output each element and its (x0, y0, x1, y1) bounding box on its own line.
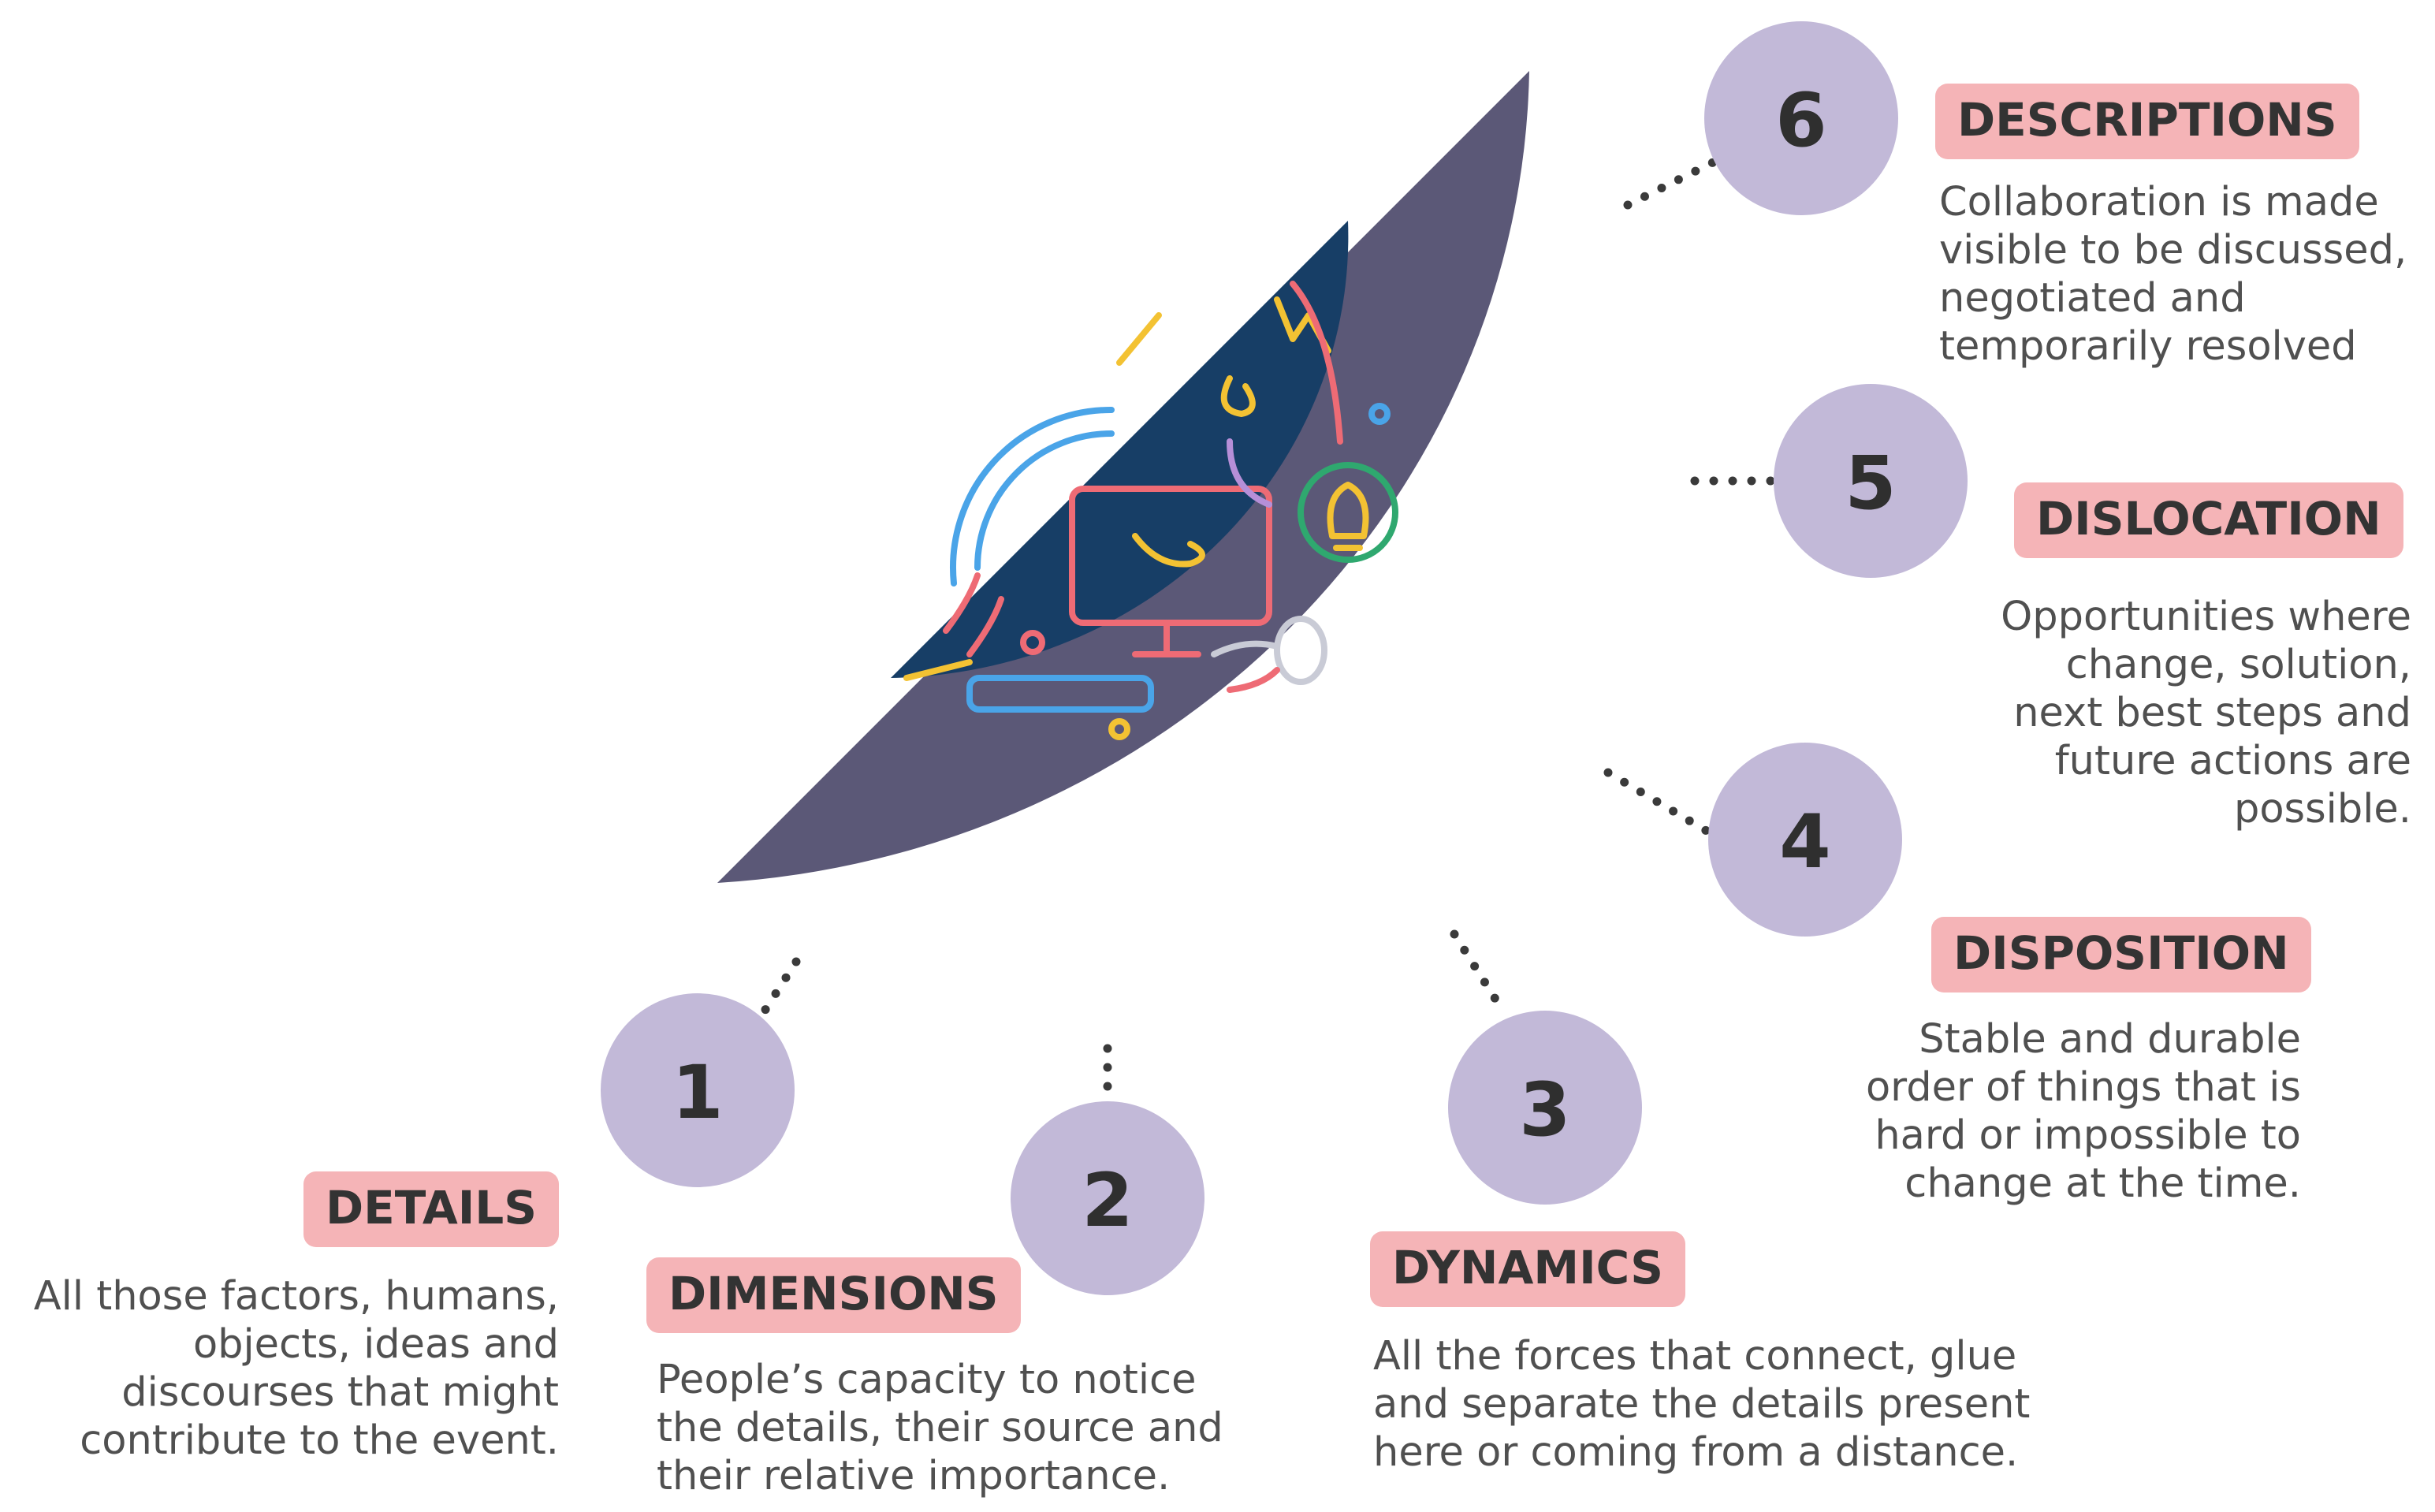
badge-1: 1 (601, 993, 795, 1187)
badge-number-3: 3 (1519, 1067, 1570, 1153)
badge-number-4: 4 (1779, 799, 1830, 885)
inner-panel (891, 221, 1349, 678)
badge-5: 5 (1774, 384, 1968, 578)
badge-2: 2 (1011, 1101, 1204, 1295)
label-dynamics: DYNAMICS (1370, 1231, 1686, 1307)
badge-6: 6 (1704, 21, 1898, 215)
mouse-icon (1274, 616, 1327, 685)
desc-details: All those factors, humans, objects, idea… (33, 1273, 559, 1464)
label-details: DETAILS (303, 1171, 560, 1247)
desc-disposition: Stable and durable order of things that … (1865, 1016, 2301, 1207)
lightbulb-icon (1298, 462, 1398, 563)
label-dimensions: DIMENSIONS (646, 1257, 1021, 1333)
badge-number-1: 1 (672, 1050, 723, 1136)
desc-descriptions: Collaboration is made visible to be disc… (1939, 179, 2407, 370)
connector-4 (1603, 768, 1719, 840)
badge-number-2: 2 (1082, 1158, 1133, 1244)
desc-dimensions: People’s capacity to notice the details,… (657, 1357, 1223, 1499)
keyboard-icon (966, 675, 1154, 713)
desc-dynamics: All the forces that connect, glue and se… (1373, 1333, 2031, 1476)
desc-dislocation: Opportunities where change, solution, ne… (2001, 594, 2411, 832)
badge-number-6: 6 (1775, 78, 1826, 164)
connector-6 (1623, 157, 1719, 210)
connector-dots (756, 157, 1782, 1097)
connector-3 (1450, 929, 1506, 1014)
label-disposition: DISPOSITION (1931, 917, 2311, 992)
badge-4: 4 (1708, 743, 1902, 937)
badge-3: 3 (1448, 1011, 1642, 1205)
label-descriptions: DESCRIPTIONS (1935, 84, 2359, 159)
connector-1 (756, 957, 801, 1022)
label-dislocation: DISLOCATION (2014, 482, 2403, 558)
tech-doodles (903, 281, 1398, 740)
monitor-icon (1069, 486, 1272, 626)
badge-number-5: 5 (1845, 441, 1896, 527)
